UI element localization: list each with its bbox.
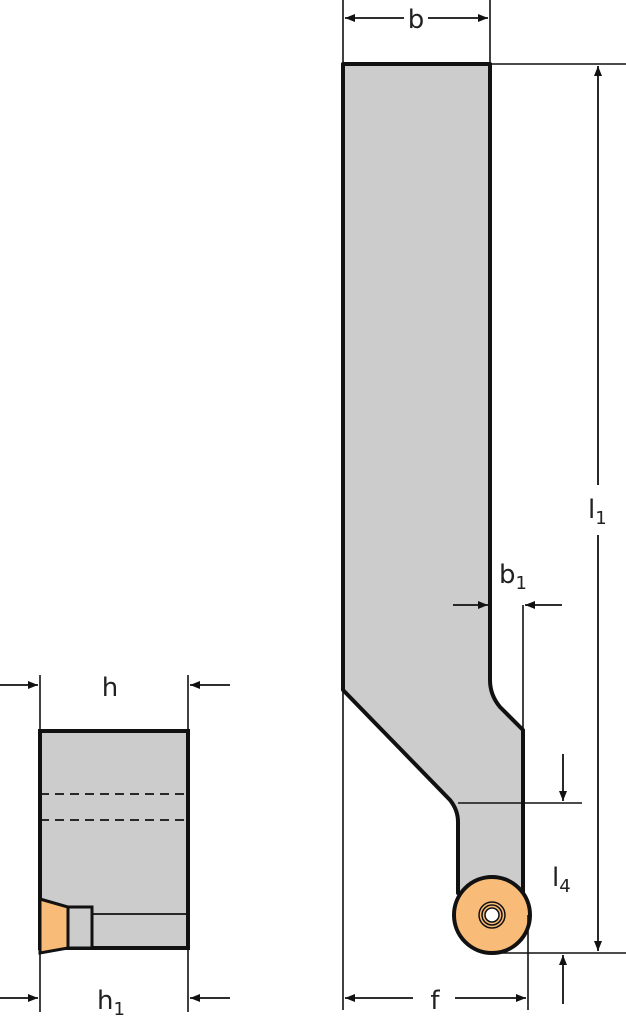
label-h: h — [102, 673, 118, 703]
insert-screw-ring-inner — [481, 904, 503, 926]
label-f: f — [430, 986, 440, 1016]
label-h1: h1 — [97, 986, 125, 1020]
top-view: b l1 b1 l4 f — [341, 0, 626, 1016]
shank-body — [341, 62, 525, 895]
insert-screw-ring — [478, 901, 506, 929]
label-l1: l1 — [588, 495, 607, 529]
insert-side — [38, 897, 70, 955]
insert-screw-hole — [484, 907, 500, 923]
label-b: b — [408, 5, 425, 35]
label-b1: b1 — [499, 560, 527, 594]
end-view: h h1 — [0, 673, 230, 1020]
dim-h — [0, 681, 230, 1002]
extension-lines — [342, 0, 626, 1010]
end-view-extension-lines — [39, 675, 189, 1012]
label-l4: l4 — [552, 863, 571, 897]
clamp-block — [66, 905, 94, 950]
